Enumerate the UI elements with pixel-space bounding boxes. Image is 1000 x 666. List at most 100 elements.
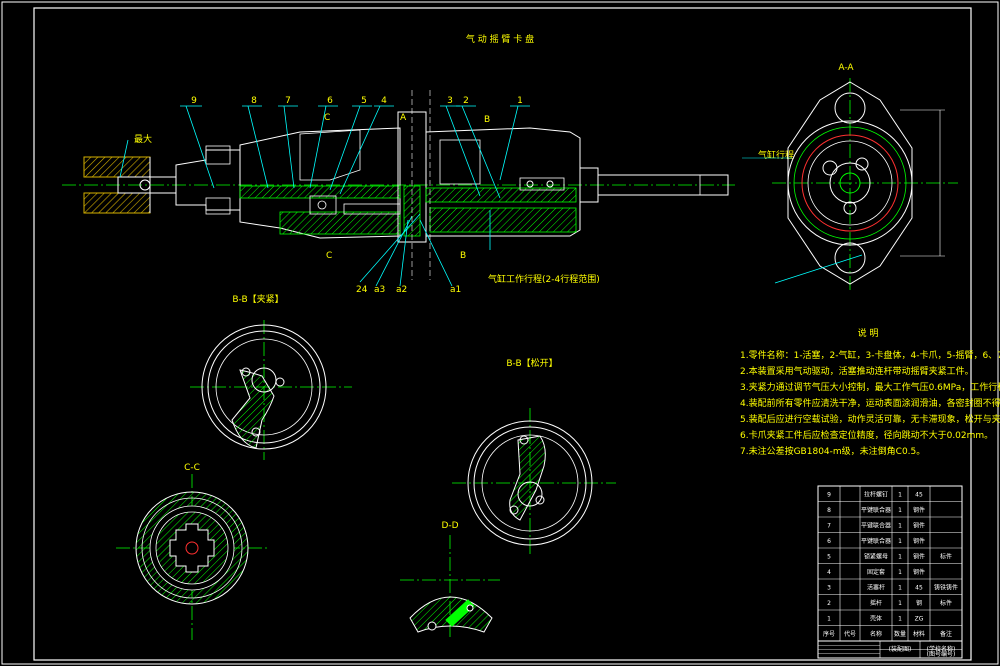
- bom-header: 材料: [913, 630, 925, 638]
- bom-cell: 固定套: [867, 568, 885, 576]
- bom-cell: 钢件: [913, 553, 925, 561]
- bom-cell: 钢件: [913, 522, 925, 530]
- view-bb-clamp-title: B-B【夹紧】: [232, 293, 283, 305]
- aa-outer-ring: [787, 120, 913, 246]
- part-number-6: 6: [327, 96, 333, 106]
- bom-cell: 平键联合器: [861, 537, 891, 545]
- bom-cell: 1: [898, 523, 902, 530]
- note-line-4: 4.装配前所有零件应清洗干净，运动表面涂润滑油，各密封圈不得损伤。: [740, 397, 1000, 409]
- bom-cell: 9: [827, 492, 831, 499]
- note-line-2: 2.本装置采用气动驱动，活塞推动连杆带动摇臂夹紧工件。: [740, 365, 974, 377]
- cylinder-hatch-top: [425, 187, 577, 203]
- bom-cell: 2: [827, 600, 831, 607]
- dd-sector: [409, 596, 493, 633]
- bom-cell: 6: [827, 538, 831, 545]
- callout-24: 24: [356, 285, 368, 295]
- bom-cell: 活塞杆: [867, 584, 885, 592]
- bom-cell: ZG: [915, 616, 924, 623]
- bom-header: 备注: [940, 630, 952, 638]
- bom-header: 序号: [823, 630, 835, 638]
- callout-a2: a2: [396, 285, 407, 295]
- bom-cell: 7: [827, 523, 831, 530]
- view-b-b-clamp: B-B【夹紧】: [190, 293, 352, 460]
- bom-cell: 平键联合器: [861, 506, 891, 514]
- bom-cell: 1: [898, 554, 902, 561]
- piston-rod: [597, 174, 729, 196]
- bom-cell: 1: [898, 585, 902, 592]
- bom-cell: 1: [827, 616, 831, 623]
- bom-header: 名称: [870, 630, 882, 638]
- cc-spline: [169, 523, 215, 573]
- callout-b: B: [460, 251, 466, 261]
- bom-cell: 钢件: [913, 568, 925, 576]
- drawing-title: 气 动 摇 臂 卡 盘: [466, 33, 534, 45]
- view-dd-title: D-D: [441, 521, 458, 531]
- part-number-1: 1: [517, 96, 523, 106]
- view-bb-open-title: B-B【松开】: [506, 357, 557, 369]
- view-d-d: D-D: [400, 521, 500, 640]
- part-leaders: [180, 105, 530, 287]
- bom-cell: 钢: [916, 599, 922, 607]
- part-number-4: 4: [381, 96, 387, 106]
- view-c-c: C-C: [116, 463, 268, 640]
- part-number-3: 3: [447, 96, 453, 106]
- bom-cell: 1: [898, 569, 902, 576]
- cylinder-hatch-bottom: [429, 207, 577, 233]
- part-number-5: 5: [361, 96, 367, 106]
- bom-cell: 1: [898, 616, 902, 623]
- bom-cell: 8: [827, 507, 831, 514]
- part-number-8: 8: [251, 96, 257, 106]
- bom-cell: 钢件: [913, 506, 925, 514]
- bom-cell: 5: [827, 554, 831, 561]
- shaft-label: 气缸行程: [758, 149, 794, 161]
- bom-cell: 标件: [940, 599, 952, 607]
- note-line-5: 5.装配后应进行空载试验，动作灵活可靠，无卡滞现象，松开与夹紧时间小于1s。: [740, 413, 1000, 425]
- view-a-a-title: A-A: [838, 63, 854, 73]
- bom-cell: 1: [898, 492, 902, 499]
- bom-cell: 拉杆螺钉: [864, 491, 888, 499]
- left-dim-label: 最大: [134, 133, 152, 145]
- aa-red-ring: [801, 134, 899, 232]
- bom-cell: 1: [898, 600, 902, 607]
- title-drawing-no: (图号编号): [927, 650, 956, 658]
- title-school: (学校名称): [927, 645, 956, 653]
- middle-hatch-top: [239, 185, 401, 199]
- note-line-3: 3.夹紧力通过调节气压大小控制，最大工作气压0.6MPa，工作行程参见图示。: [740, 381, 1000, 393]
- left-jaw-bottom: [83, 192, 151, 214]
- aa-flange-outline: [787, 81, 913, 285]
- callout-a3: a3: [374, 285, 385, 295]
- notes-heading: 说 明: [858, 327, 879, 339]
- note-line-6: 6.卡爪夹紧工件后应检查定位精度，径向跳动不大于0.02mm。: [740, 429, 993, 441]
- note-line-1: 1.零件名称：1-活塞，2-气缸，3-卡盘体，4-卡爪，5-摇臂，6、7-中间轴…: [740, 349, 1000, 361]
- section-mark-b: B: [484, 115, 490, 125]
- view-b-b-open: B-B【松开】: [452, 357, 616, 556]
- left-jaw-top: [83, 156, 151, 178]
- middle-hatch-bottom: [279, 211, 401, 235]
- bom-cell: 平键联合器: [861, 522, 891, 530]
- inner-frame: [33, 7, 972, 661]
- section-mark-a: A: [400, 113, 407, 123]
- bom-header: 数量: [894, 630, 906, 638]
- view-cc-title: C-C: [184, 463, 200, 473]
- bom-cell: 壳体: [870, 615, 882, 623]
- bom-cell: 钢件: [913, 537, 925, 545]
- bom-cell: 摇杆: [870, 599, 882, 607]
- bom-cell: 45: [915, 492, 923, 499]
- note-lower: 气缸工作行程(2-4行程范围): [488, 273, 600, 285]
- part-number-7: 7: [285, 96, 291, 106]
- bb-clamp-lever: [231, 369, 275, 449]
- bom-cell: 1: [898, 507, 902, 514]
- bb-open-lever: [509, 435, 546, 521]
- note-line-7: 7.未注公差按GB1804-m级，未注倒角C0.5。: [740, 445, 925, 457]
- middle-body: [239, 127, 401, 239]
- callout-a1: a1: [450, 285, 461, 295]
- bom-cell: 铸铁铸件: [934, 584, 958, 592]
- callout-c: C: [326, 251, 332, 261]
- title-drawing-name: (装配图): [889, 645, 912, 653]
- view-a-a: A-A: [772, 63, 958, 292]
- bom-cell: 1: [898, 538, 902, 545]
- bom-header: 代号: [844, 630, 856, 638]
